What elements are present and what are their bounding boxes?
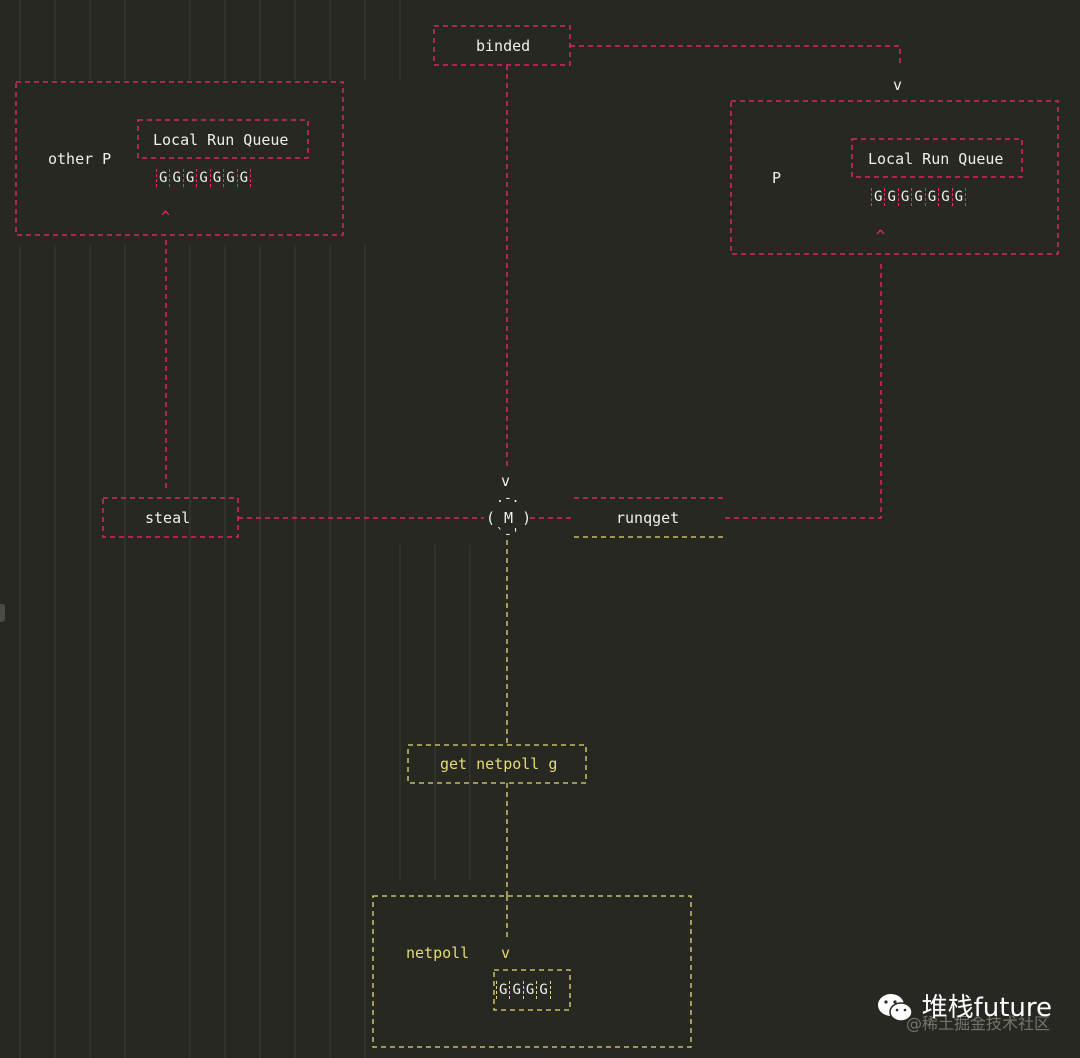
right-lrq-box <box>851 138 1023 178</box>
indent-guides <box>19 0 471 1058</box>
left-g-queue: G G G G G G G <box>156 169 252 187</box>
netpoll-queue-box <box>493 969 571 1011</box>
g-cell: G <box>938 188 951 206</box>
g-cell: G <box>196 169 209 187</box>
g-cell: G <box>156 169 169 187</box>
editor-scroll-marker <box>0 604 5 622</box>
right-g-queue: G G G G G G G <box>871 188 967 206</box>
g-cell: G <box>182 169 196 187</box>
arrow-down-in-netpoll: v <box>501 944 511 962</box>
m-node-bottom-decoration: `-' <box>496 527 520 542</box>
right-caret: ^ <box>876 227 886 245</box>
m-node: ( M ) <box>486 509 532 527</box>
netpoll-g-queue: G G G G <box>496 981 551 999</box>
left-local-run-queue-label: Local Run Queue <box>153 131 289 149</box>
p-box <box>730 100 1059 255</box>
other-p-box <box>15 81 344 236</box>
arrow-down-to-m: v <box>501 472 511 490</box>
g-cell: G <box>509 981 522 999</box>
watermark-brand: 堆栈future <box>921 993 1052 1023</box>
binded-to-p-line <box>570 45 901 64</box>
g-cell: G <box>951 188 967 206</box>
other-p-label: other P <box>48 150 112 168</box>
right-local-run-queue-label: Local Run Queue <box>868 150 1004 168</box>
wechat-icon <box>877 994 913 1022</box>
p-label: P <box>772 169 782 187</box>
watermark: 堆栈future <box>876 992 1052 1024</box>
g-cell: G <box>536 981 551 999</box>
g-cell: G <box>897 188 911 206</box>
steal-label: steal <box>145 509 191 527</box>
p-to-runqget-line <box>725 264 882 519</box>
g-cell: G <box>236 169 252 187</box>
binded-label: binded <box>476 37 531 55</box>
g-cell: G <box>209 169 223 187</box>
netpoll-box <box>372 895 692 1048</box>
g-cell: G <box>522 981 536 999</box>
left-caret: ^ <box>161 208 171 226</box>
g-cell: G <box>871 188 884 206</box>
netpoll-label: netpoll <box>406 944 470 962</box>
g-cell: G <box>924 188 938 206</box>
g-cell: G <box>911 188 924 206</box>
g-cell: G <box>884 188 897 206</box>
m-node-top-decoration: .-. <box>496 491 520 506</box>
arrow-down-to-p: v <box>893 76 903 94</box>
g-cell: G <box>169 169 182 187</box>
runqget-label: runqget <box>616 509 680 527</box>
watermark-sub: @稀土掘金技术社区 <box>905 1014 1050 1033</box>
get-netpoll-g-label: get netpoll g <box>440 755 558 773</box>
g-cell: G <box>496 981 509 999</box>
g-cell: G <box>223 169 236 187</box>
left-lrq-box <box>137 119 309 159</box>
